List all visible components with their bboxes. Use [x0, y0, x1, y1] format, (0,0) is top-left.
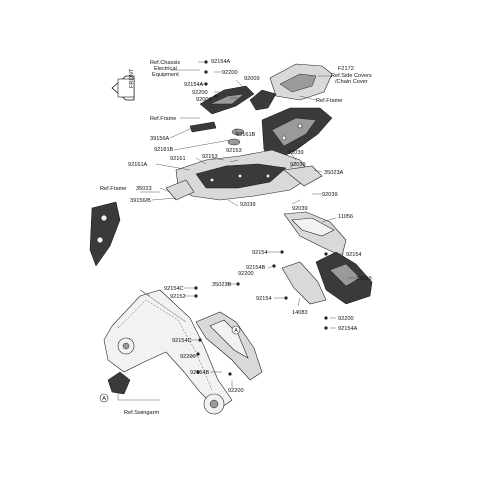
label-39156A: 39156A — [150, 136, 170, 142]
ref-marker-a-2: A — [99, 393, 109, 403]
side-panel-35023 — [165, 179, 195, 201]
label-92154B: 92154B — [190, 370, 210, 376]
svg-text:A: A — [234, 328, 238, 334]
label-92161B: 92161B — [236, 132, 256, 138]
label-92039: 92039 — [290, 162, 306, 168]
bracket-14083 — [281, 261, 327, 305]
front-label: FRONT — [129, 68, 135, 88]
label-92200: 92200 — [192, 90, 208, 96]
swingarm-part — [103, 289, 233, 415]
label-92154B: 92154B — [246, 265, 266, 271]
label-35023A: 35023A — [324, 170, 344, 176]
label-92153: 92153 — [202, 154, 218, 160]
frame-bracket-part — [89, 201, 121, 267]
label-92152: 92152 — [170, 294, 186, 300]
label-92009: 92009 — [196, 97, 212, 103]
label-92200: 92200 — [238, 271, 254, 277]
label-92154A: 92154A — [184, 82, 204, 88]
side-panel-35023A — [283, 165, 323, 187]
pad-39156A — [189, 121, 217, 133]
rear-cowl-part — [269, 63, 333, 101]
svg-text:A: A — [102, 396, 106, 402]
label-92039: 92039 — [288, 150, 304, 156]
label-35023: 35023 — [136, 186, 152, 192]
label-92200: 92200 — [180, 354, 196, 360]
label-92153: 92153 — [226, 148, 242, 154]
label-92200: 92200 — [228, 388, 244, 394]
label-92154A: 92154A — [211, 59, 231, 65]
license-bracket-35019 — [315, 251, 373, 305]
label-92154C: 92154C — [172, 338, 192, 344]
label-92039: 92039 — [322, 192, 338, 198]
label-92161: 92161 — [170, 156, 186, 162]
label-92154A: 92154A — [338, 326, 358, 332]
ref-marker-a-1: A — [231, 325, 241, 335]
chain-guard-35023B — [195, 311, 263, 381]
label-39156B: 39156/B — [130, 198, 151, 204]
label-92154: 92154 — [252, 250, 268, 256]
rear-mudguard-11056 — [283, 211, 347, 257]
front-arrow-icon: FRONT — [111, 68, 135, 101]
leader-lines — [117, 61, 356, 401]
label-35019: 35019 — [356, 276, 372, 282]
label-92039: 92039 — [240, 202, 256, 208]
label-14083: 14083 — [292, 310, 308, 316]
handle-bracket-part — [199, 85, 255, 115]
label-92161A: 92161A — [128, 162, 148, 168]
label-92181B: 92181B — [154, 147, 174, 153]
label-92154: 92154 — [346, 252, 362, 258]
label-92009: 92009 — [244, 76, 260, 82]
side-bracket-part — [249, 89, 277, 111]
pad-92161B — [227, 128, 245, 146]
label-ref-frame: Ref.Frame — [100, 186, 126, 192]
label-92154C: 92154C — [164, 286, 184, 292]
label-ref-side-covers: Ref.Side Covers/Chain Cover — [331, 73, 372, 85]
swingarm-guard-part — [107, 371, 131, 395]
label-f2172: F2172 — [338, 66, 354, 72]
label-11056: 11056 — [338, 214, 353, 220]
label-92200: 92200 — [338, 316, 354, 322]
label-ref-frame: Ref.Frame — [316, 98, 342, 104]
rear-fender-part — [175, 149, 313, 201]
label-92154: 92154 — [256, 296, 272, 302]
label-92200: 92200 — [222, 70, 238, 76]
label-92039: 92039 — [292, 206, 308, 212]
label-35023B: 35023B — [212, 282, 232, 288]
label-ref-frame: Ref.Frame — [150, 116, 176, 122]
part-labels: 92154A 92200 92154A 92200 92009 92009 F2… — [100, 59, 372, 416]
label-ref-swingarm: Ref.Swingarm — [124, 410, 159, 416]
